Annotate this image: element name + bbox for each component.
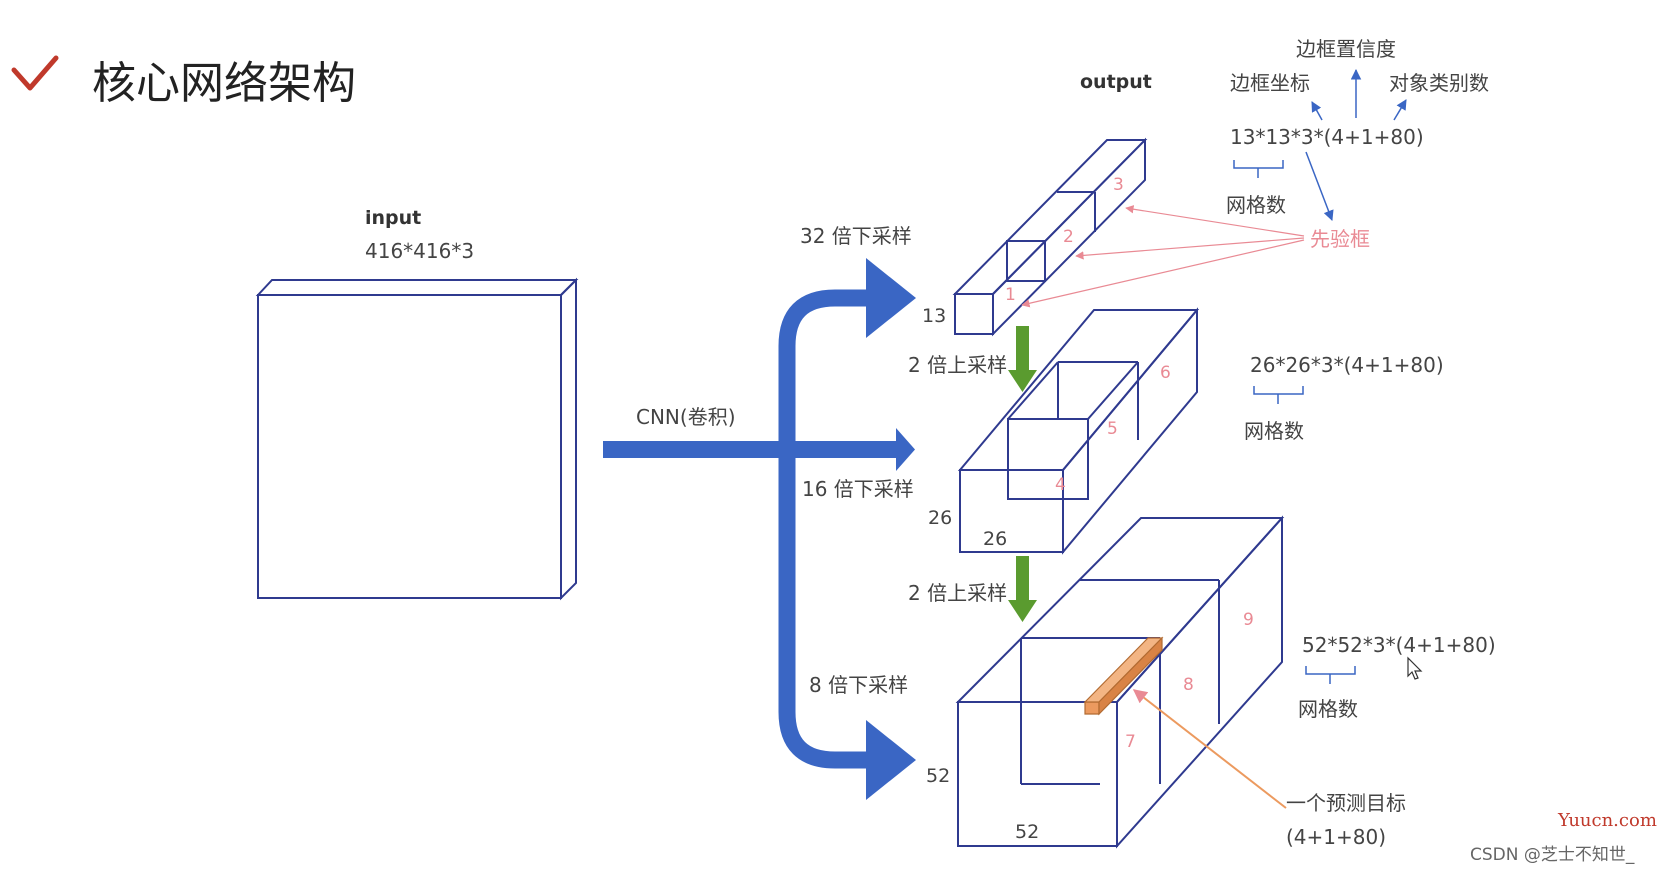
grid26-size-w: 26: [983, 528, 1007, 550]
input-label: input: [365, 207, 421, 229]
grid52-cell-9: 9: [1243, 610, 1254, 630]
input-dims: 416*416*3: [365, 239, 474, 263]
grid26-formula: 26*26*3*(4+1+80): [1250, 353, 1444, 377]
output-breakdown-arrows: [1305, 68, 1407, 221]
grid13-cell-2: 2: [1063, 227, 1074, 247]
grid52-size-w: 52: [1015, 821, 1039, 843]
cursor-icon: [1407, 656, 1423, 680]
one-target-label: 一个预测目标: [1286, 791, 1406, 815]
grid13-grid-label: 网格数: [1226, 193, 1286, 217]
grid13-cell-3: 3: [1113, 175, 1124, 195]
upsample-label-1: 2 倍上采样: [908, 353, 1007, 377]
cnn-arrow: [603, 428, 915, 471]
grid52-grid-label: 网格数: [1298, 697, 1358, 721]
branch-arrows: [778, 258, 916, 800]
output-label: output: [1080, 71, 1152, 93]
checkmark-icon: [11, 55, 59, 91]
grid26-cell-6: 6: [1160, 363, 1171, 383]
upsample-arrow-1: [1008, 326, 1037, 392]
bbox-coords-label: 边框坐标: [1230, 71, 1310, 95]
grid52-cell-8: 8: [1183, 675, 1194, 695]
one-target-formula: (4+1+80): [1286, 825, 1386, 849]
grid13-cell-1: 1: [1005, 285, 1016, 305]
cnn-label: CNN(卷积): [636, 405, 736, 429]
upsample-arrow-2: [1008, 556, 1037, 622]
grid52-cell-7: 7: [1125, 732, 1136, 752]
upsample-label-2: 2 倍上采样: [908, 581, 1007, 605]
watermark-credit: CSDN @芝士不知世_: [1470, 845, 1635, 865]
grid13-formula: 13*13*3*(4+1+80): [1230, 125, 1424, 149]
input-volume: [255, 277, 579, 601]
grid26-size-h: 26: [928, 507, 952, 529]
watermark-brand: Yuucn.com: [1557, 810, 1657, 831]
grid13-brace: [1233, 160, 1284, 178]
page-title: 核心网络架构: [92, 58, 356, 109]
prior-box-arrows: [1021, 205, 1305, 308]
prior-boxes-label: 先验框: [1310, 227, 1370, 251]
grid52-brace: [1305, 666, 1356, 684]
down8-label: 8 倍下采样: [809, 673, 908, 697]
down32-label: 32 倍下采样: [800, 224, 912, 248]
class-count-label: 对象类别数: [1389, 71, 1489, 95]
target-cell: [1083, 636, 1164, 716]
grid13-tensor: [952, 137, 1148, 337]
grid26-cell-5: 5: [1107, 419, 1118, 439]
grid26-cell-4: 4: [1055, 475, 1066, 495]
down16-label: 16 倍下采样: [802, 477, 914, 501]
grid52-size-h: 52: [926, 765, 950, 787]
grid13-size: 13: [922, 305, 946, 327]
target-pointer: [1132, 689, 1287, 809]
grid52-formula: 52*52*3*(4+1+80): [1302, 633, 1496, 657]
confidence-label: 边框置信度: [1296, 37, 1396, 61]
grid26-grid-label: 网格数: [1244, 419, 1304, 443]
grid26-brace: [1253, 386, 1304, 404]
grid26-tensor: [957, 307, 1200, 555]
